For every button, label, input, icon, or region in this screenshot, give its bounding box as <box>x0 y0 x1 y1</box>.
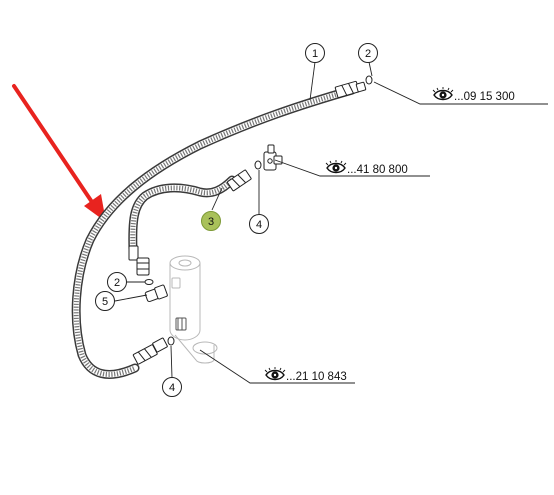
reference-1-text: ...09 15 300 <box>454 91 515 103</box>
callout-2-left: 2 <box>107 272 127 292</box>
reference-link-3[interactable]: ...21 10 843 <box>264 367 347 383</box>
callout-4-bottom: 4 <box>162 377 182 397</box>
fitting-hose3-top <box>226 169 252 192</box>
callout-3-label: 3 <box>208 216 214 228</box>
o-ring-bottom <box>167 336 175 346</box>
reference-3-text: ...21 10 843 <box>286 371 347 383</box>
hose-3 <box>128 175 237 255</box>
callout-2-top: 2 <box>358 43 378 63</box>
callout-2-top-label: 2 <box>365 48 371 60</box>
leader-lines <box>114 61 548 384</box>
tee-fitting <box>263 144 283 171</box>
eye-icon <box>264 367 286 381</box>
callout-5-label: 5 <box>102 296 108 308</box>
callout-2-left-label: 2 <box>114 277 120 289</box>
o-ring-mid <box>254 160 262 170</box>
callout-3: 3 <box>201 211 221 231</box>
callout-4-top-label: 4 <box>256 219 262 231</box>
hydraulic-cylinder <box>169 255 218 364</box>
hose-1 <box>71 85 357 379</box>
callout-5: 5 <box>95 291 115 311</box>
reference-link-2[interactable]: ...41 80 800 <box>325 160 408 176</box>
red-pointer-arrow <box>12 84 106 222</box>
elbow-fitting <box>144 284 168 303</box>
eye-icon <box>432 87 454 101</box>
callout-1-label: 1 <box>312 48 318 60</box>
callout-4-top: 4 <box>249 214 269 234</box>
fitting-hose1-top <box>334 80 367 99</box>
o-ring-left <box>144 279 154 285</box>
reference-link-1[interactable]: ...09 15 300 <box>432 87 515 103</box>
reference-2-text: ...41 80 800 <box>347 164 408 176</box>
callout-4-bottom-label: 4 <box>169 382 175 394</box>
callout-1: 1 <box>305 43 325 63</box>
fitting-hose3-bottom <box>128 245 150 276</box>
eye-icon <box>325 160 347 174</box>
fitting-hose1-bottom <box>132 337 168 365</box>
o-ring-upper <box>365 75 373 85</box>
